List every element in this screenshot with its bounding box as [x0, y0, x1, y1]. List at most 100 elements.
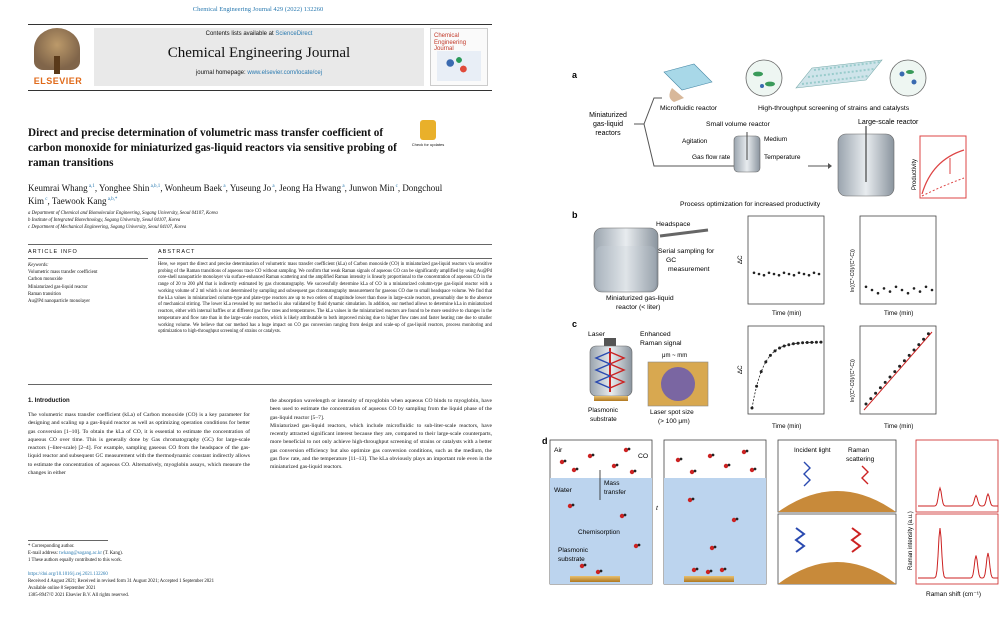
incident-light-wave	[803, 461, 811, 487]
plot-point	[888, 290, 892, 293]
plot-b2-ylabel: ln((C*-C0)/(C*-C))	[850, 249, 856, 292]
received-line: Received 4 August 2021; Received in revi…	[28, 579, 214, 584]
co-molecule-icon	[679, 457, 683, 461]
author-affiliation-marker[interactable]: a	[271, 184, 275, 189]
spectrum-frame-top	[915, 439, 999, 513]
header-rule-bottom	[28, 90, 492, 91]
plot-point	[902, 359, 906, 363]
author-name[interactable]: Jeong Ha Hwang	[279, 183, 342, 193]
plot-point	[922, 337, 926, 341]
reactor-liquid	[596, 246, 656, 290]
intro-column-1: The volumetric mass transfer coefficient…	[28, 412, 250, 476]
arrow-head-icon	[828, 163, 832, 169]
abstract-end-rule	[28, 384, 492, 385]
nanoparticle-surface-bottom	[778, 562, 896, 584]
author-affiliation-marker[interactable]: c	[44, 197, 48, 203]
abstract-heading: ABSTRACT	[158, 249, 196, 255]
plot-point	[802, 272, 806, 276]
branch-arrow-top	[634, 97, 662, 125]
panel-d-label: d	[542, 436, 548, 446]
plot-point	[817, 272, 821, 276]
homepage-link[interactable]: www.elsevier.com/locate/cej	[247, 70, 323, 76]
co-molecule-icon	[579, 563, 585, 569]
author-name[interactable]: Keumrai Whang	[28, 183, 88, 193]
plot-point	[930, 288, 934, 292]
figure-canvas: a Miniaturized gas-liquid reactors Micro…	[542, 59, 999, 598]
co-molecule-icon	[571, 503, 575, 507]
plot-point	[926, 332, 930, 336]
spectrum-xlabel: Raman shift (cm⁻¹)	[926, 591, 981, 598]
author-affiliation-marker[interactable]: a	[222, 184, 226, 189]
keywords-block: Keywords: Volumetric mass transfer coeff…	[28, 262, 148, 305]
nanoparticle-surface-top	[778, 491, 896, 512]
publisher-name: ELSEVIER	[33, 76, 83, 86]
raman-wave-blue	[594, 351, 612, 389]
substrate-d2-icon	[684, 576, 734, 582]
panel-a-label: a	[572, 70, 578, 80]
check-updates-label[interactable]: Check for updates	[411, 142, 445, 147]
author-affiliation-marker[interactable]: a,b,*	[106, 197, 118, 203]
author-affiliation-marker[interactable]: a	[341, 184, 345, 189]
plot-point	[762, 273, 766, 277]
scattered-light-wave	[861, 465, 869, 485]
plasmonic-substrate-icon	[594, 396, 628, 401]
journal-banner: Contents lists available at ScienceDirec…	[94, 28, 424, 86]
plot-point	[782, 271, 786, 275]
author-name[interactable]: Taewook Kang	[51, 196, 107, 207]
plot-point	[888, 375, 892, 379]
available-line: Available online 8 September 2021	[28, 586, 96, 591]
enhanced-label-2: Raman signal	[640, 340, 682, 347]
plot-point	[791, 342, 795, 346]
plot-c2-points	[864, 332, 930, 406]
plot-point	[752, 271, 756, 275]
author-name[interactable]: Yuseung Jo	[229, 183, 272, 193]
header-rule-top	[28, 24, 492, 25]
author-name[interactable]: Yonghee Shin	[98, 183, 150, 193]
agitation-label: Agitation	[682, 138, 708, 145]
author-affiliation-marker[interactable]: a,b,1	[149, 184, 161, 189]
co-label: CO	[638, 453, 648, 460]
laser-label: Laser	[588, 331, 606, 338]
co-molecule-icon	[691, 497, 695, 501]
co-molecule-icon	[731, 517, 737, 523]
plot-point	[796, 341, 800, 345]
doi-link[interactable]: https://doi.org/10.1016/j.cej.2021.13226…	[28, 572, 108, 577]
sciencedirect-link[interactable]: ScienceDirect	[275, 31, 313, 37]
introduction-heading: 1. Introduction	[28, 398, 70, 404]
large-scale-label: Large-scale reactor	[858, 119, 919, 126]
medium-label: Medium	[764, 136, 787, 143]
check-updates-icon[interactable]	[420, 120, 436, 140]
journal-reference[interactable]: Chemical Engineering Journal 429 (2022) …	[192, 6, 324, 13]
reactor-label-2: reactor (< liter)	[616, 304, 660, 311]
graphical-figure: a Miniaturized gas-liquid reactors Micro…	[512, 0, 1000, 644]
co-molecule-icon	[707, 453, 713, 459]
author-name[interactable]: Junwon Min	[349, 183, 395, 193]
plot-point	[814, 340, 818, 344]
incident-light-wave-strong	[794, 527, 806, 553]
author-name[interactable]: Wonheum Baek	[164, 183, 223, 193]
process-opt-label: Process optimization for increased produ…	[680, 201, 821, 208]
plot-c2-ylabel: ln((C*-C0)/(C*-C))	[850, 359, 856, 402]
author-affiliation-marker[interactable]: a,1	[87, 184, 95, 189]
plot-point	[882, 287, 886, 290]
catalyst-zoom-icon	[889, 59, 927, 97]
keyword-item: Miniaturized gas-liquid reactor	[28, 284, 88, 290]
water-label: Water	[554, 487, 573, 494]
author-name[interactable]: Dongchoul Kim	[28, 183, 443, 207]
author-affiliation-marker[interactable]: c	[394, 184, 398, 189]
plot-point	[898, 364, 902, 368]
plot-point	[876, 291, 880, 295]
keyword-item: Au@Pd nanoparticle monolayer	[28, 298, 90, 304]
co-molecule-icon	[695, 567, 699, 571]
co-molecule-icon	[615, 463, 619, 467]
plot-point	[864, 285, 868, 289]
plot-point	[810, 340, 814, 344]
plot-point	[894, 285, 898, 289]
plot-point	[768, 353, 772, 357]
plasmonic-label-1: Plasmonic	[588, 407, 619, 414]
reactor-label-1: Miniaturized gas-liquid	[606, 295, 674, 302]
email-link[interactable]: twkang@sogang.ac.kr	[59, 551, 102, 556]
keywords-heading: Keywords:	[28, 263, 49, 268]
plot-point	[772, 272, 776, 276]
air-label: Air	[554, 447, 563, 454]
